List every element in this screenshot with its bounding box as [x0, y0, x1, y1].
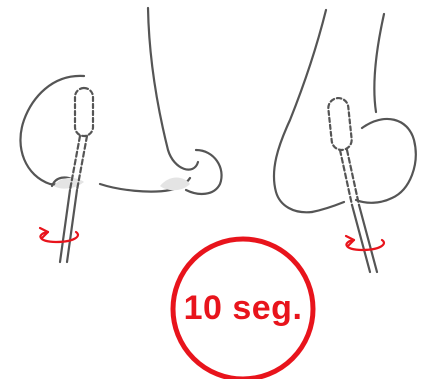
swab-tip-right [327, 97, 352, 151]
timer-badge-label: 10 seg. [163, 286, 323, 330]
nose-bridge-line [148, 8, 198, 170]
profile-cheek-line [374, 14, 384, 112]
nose-front-view [20, 8, 221, 194]
nose-profile-view [274, 10, 416, 212]
profile-nostril [312, 202, 344, 212]
swab-shaft-dashed-c [340, 150, 352, 205]
swab-tip [75, 88, 93, 136]
profile-ala [356, 119, 416, 203]
swab-shaft-dashed-d [347, 150, 359, 205]
nose-right-ala [186, 150, 222, 194]
profile-bridge-line [274, 10, 326, 212]
rotate-arrow-icon-right [346, 236, 384, 250]
nostril-shadow-right [160, 178, 190, 191]
